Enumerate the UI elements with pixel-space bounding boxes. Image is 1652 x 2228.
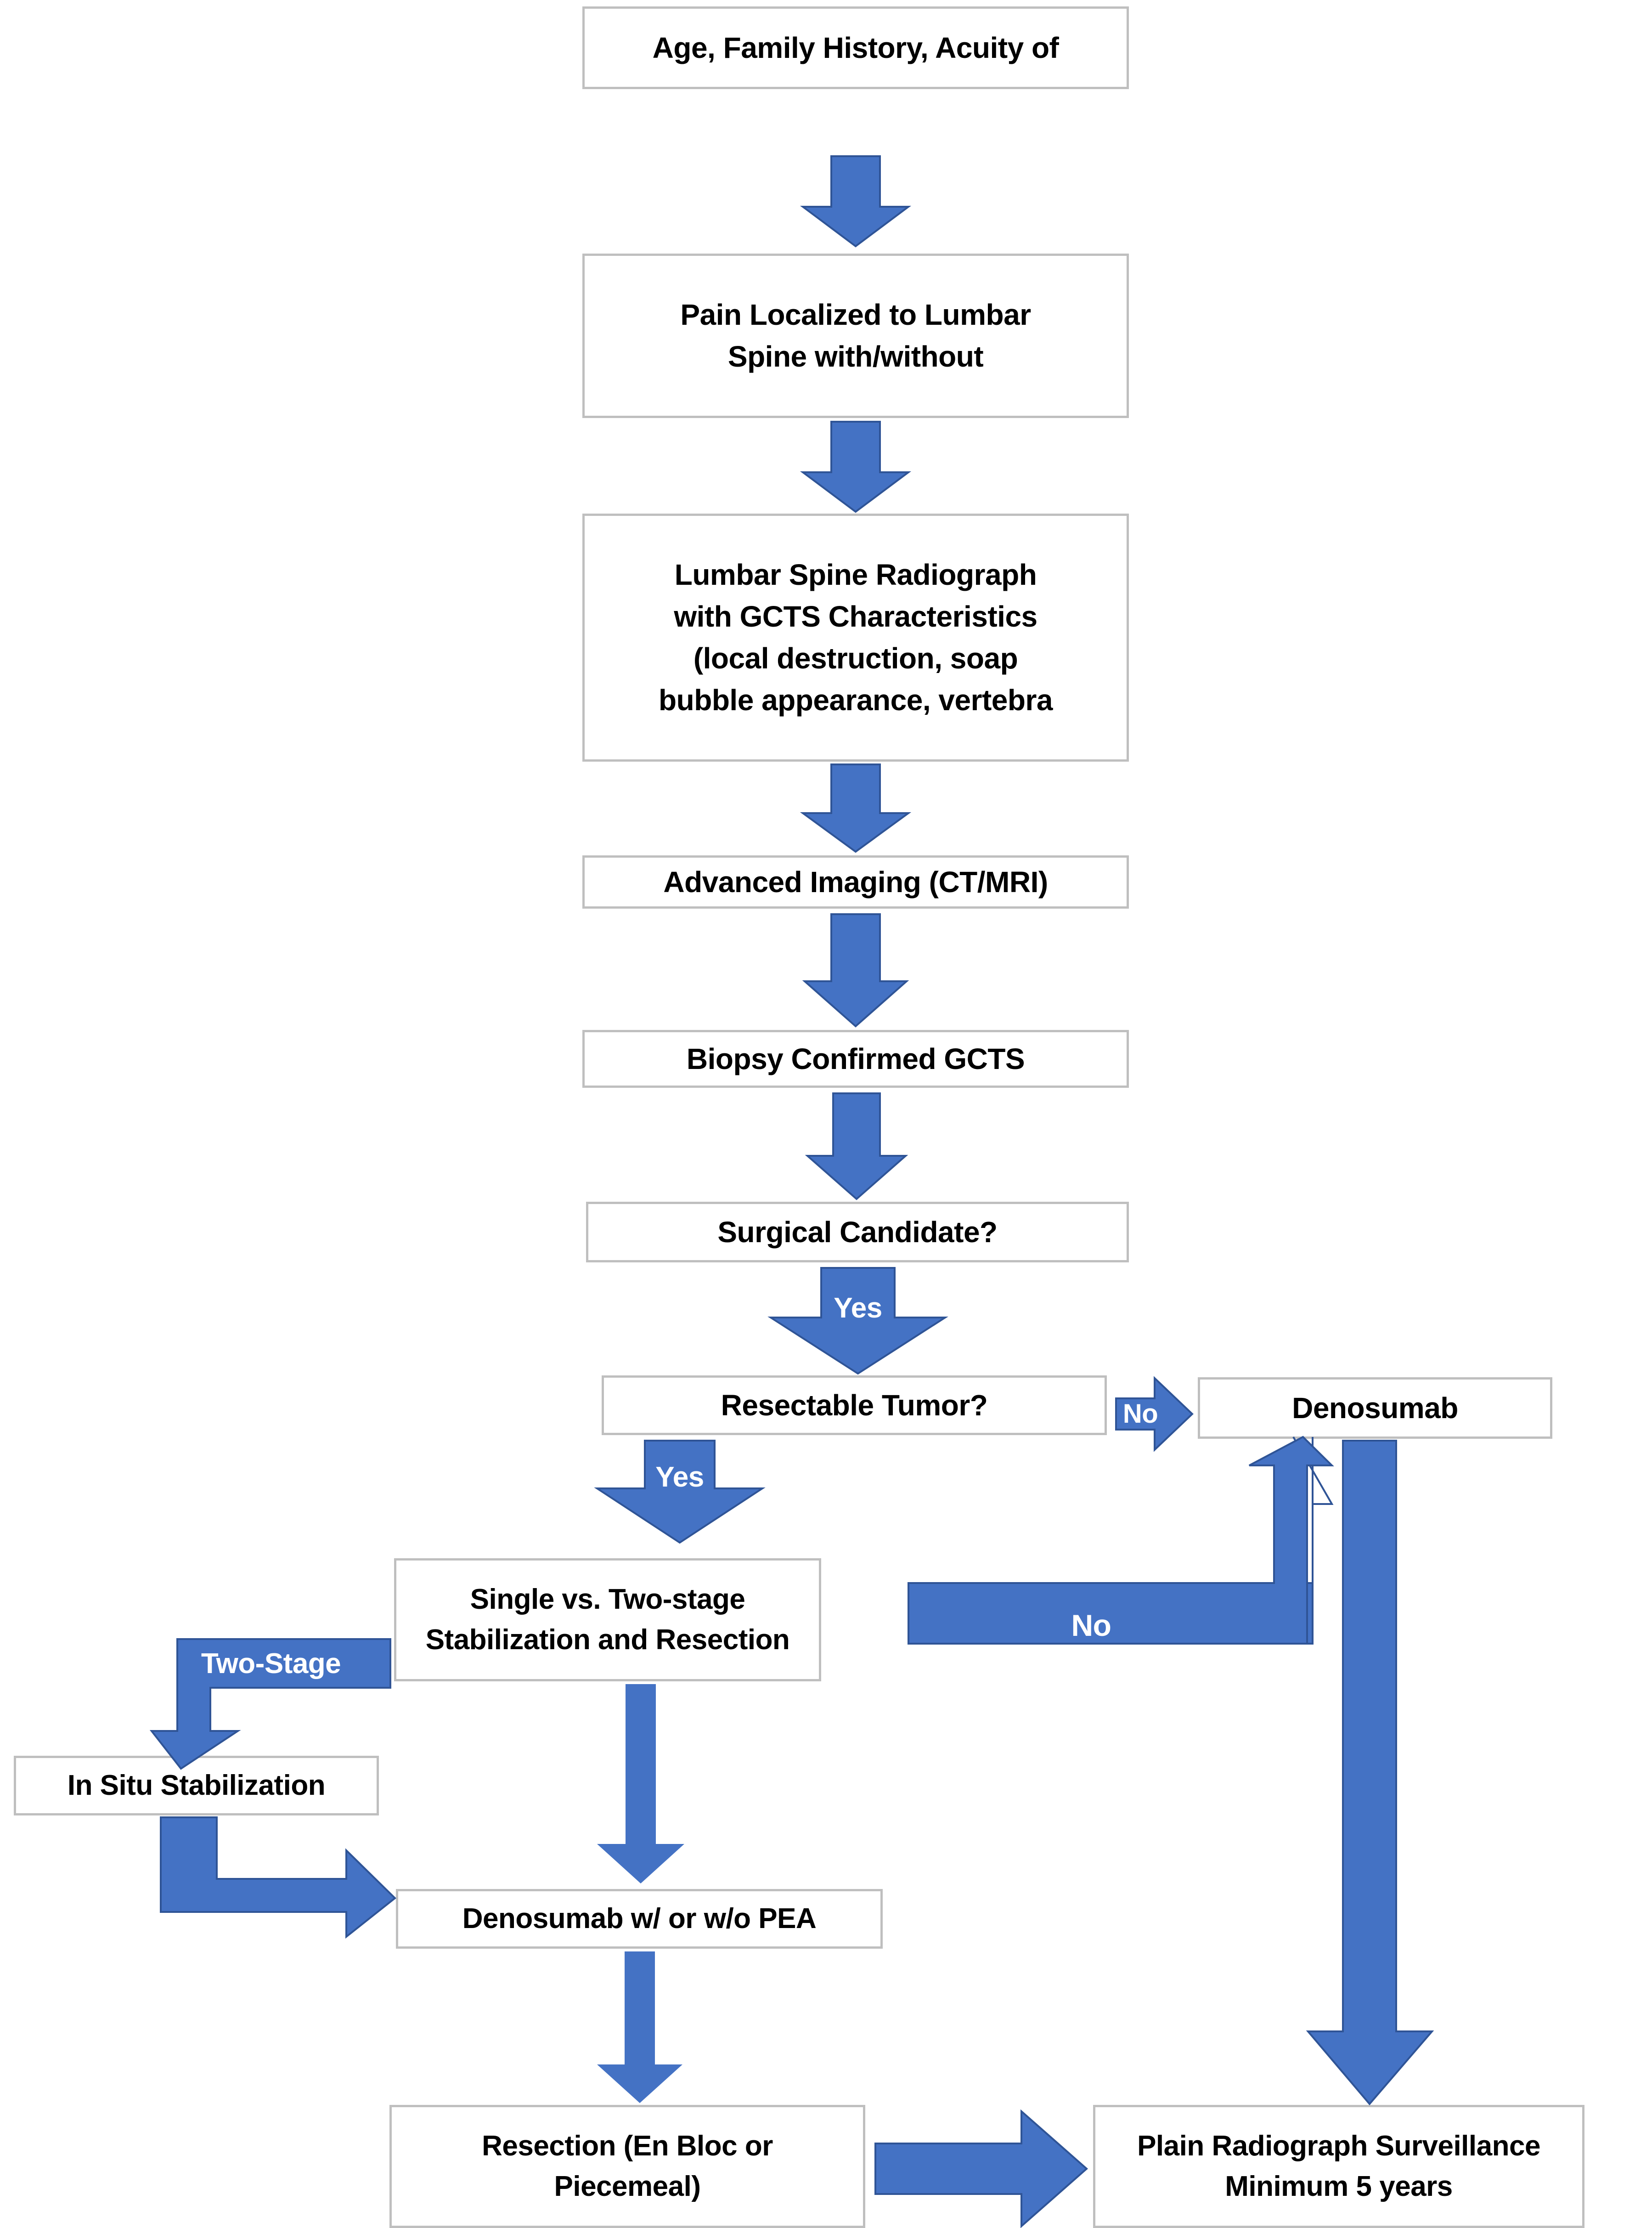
node-pain-localized[interactable]: Pain Localized to Lumbar Spine with/with… [582,254,1129,418]
arrow-pain-to-radiograph [800,421,912,513]
node-surveillance[interactable]: Plain Radiograph Surveillance Minimum 5 … [1093,2105,1584,2228]
arrow-single-two-stage-to-denosumab-pea [597,1684,684,1883]
node-denosumab-pea[interactable]: Denosumab w/ or w/o PEA [396,1889,883,1949]
edge-label-single-two-stage-no: No [1071,1608,1111,1642]
edge-label-surgical-candidate-yes: Yes [834,1292,882,1324]
arrow-two-stage-to-in-situ [149,1638,391,1770]
arrow-resectable-to-denosumab [1115,1376,1194,1452]
node-resection[interactable]: Resection (En Bloc or Piecemeal) [389,2105,865,2228]
node-label: Plain Radiograph Surveillance Minimum 5 … [1137,2130,1540,2202]
arrow-single-two-stage-no-elbow [908,1436,1334,1645]
arrow-age-to-pain [800,155,912,248]
node-label: Resectable Tumor? [721,1388,988,1422]
node-advanced-imaging[interactable]: Advanced Imaging (CT/MRI) [582,855,1129,909]
node-label: Lumbar Spine Radiograph with GCTS Charac… [659,558,1053,717]
arrow-radiograph-to-imaging [800,763,912,853]
edge-label-resectable-tumor-yes: Yes [655,1461,704,1493]
node-biopsy-confirmed[interactable]: Biopsy Confirmed GCTS [582,1030,1129,1088]
node-single-vs-two-stage[interactable]: Single vs. Two-stage Stabilization and R… [394,1558,821,1681]
node-label: Single vs. Two-stage Stabilization and R… [425,1583,790,1656]
node-label: Resection (En Bloc or Piecemeal) [482,2130,773,2202]
node-label: Surgical Candidate? [717,1215,998,1249]
node-lumbar-radiograph[interactable]: Lumbar Spine Radiograph with GCTS Charac… [582,514,1129,762]
node-label: Advanced Imaging (CT/MRI) [663,865,1048,899]
node-label: Age, Family History, Acuity of [652,31,1059,64]
edge-label-resectable-tumor-no: No [1122,1399,1158,1429]
arrow-single-two-stage-no-to-denosumab [908,1436,1334,1645]
arrow-denosumab-pea-to-resection [597,1951,682,2103]
edge-label-two-stage: Two-Stage [201,1648,341,1679]
arrow-imaging-to-biopsy [802,913,909,1028]
node-label: Pain Localized to Lumbar Spine with/with… [680,298,1031,373]
arrow-biopsy-to-surgical [805,1092,908,1200]
node-label: Biopsy Confirmed GCTS [686,1042,1025,1075]
node-surgical-candidate[interactable]: Surgical Candidate? [586,1202,1129,1262]
arrow-surgical-to-resectable [767,1267,948,1375]
node-denosumab[interactable]: Denosumab [1198,1377,1552,1439]
arrow-resection-to-surveillance [874,2109,1088,2228]
node-age-family-history[interactable]: Age, Family History, Acuity of [582,6,1129,89]
node-resectable-tumor[interactable]: Resectable Tumor? [602,1375,1107,1435]
arrow-denosumab-to-surveillance [1306,1440,1434,2106]
node-label: Denosumab [1292,1391,1458,1425]
node-in-situ-stabilization[interactable]: In Situ Stabilization [14,1756,379,1815]
arrow-in-situ-to-denosumab-pea [160,1816,397,1939]
node-label: In Situ Stabilization [67,1769,326,1801]
arrow-resectable-to-single-two-stage [594,1440,766,1544]
node-label: Denosumab w/ or w/o PEA [462,1902,817,1934]
